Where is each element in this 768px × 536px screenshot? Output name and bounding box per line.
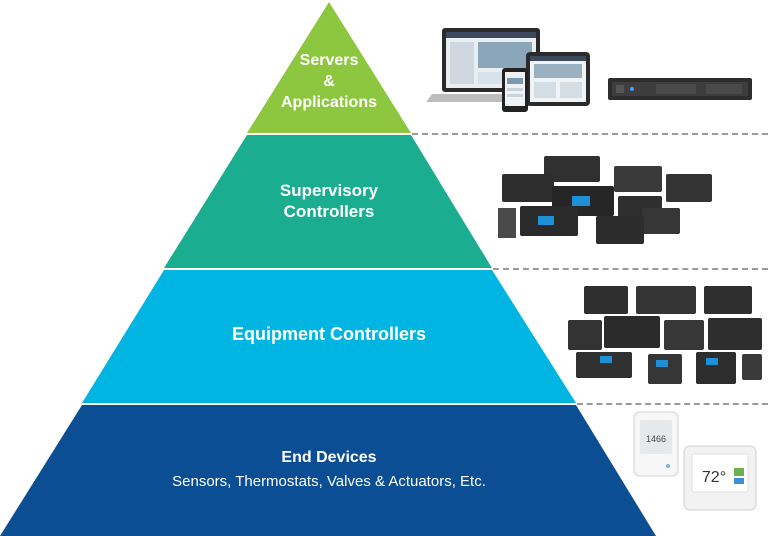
phone-icon xyxy=(502,68,528,112)
tier-divider xyxy=(412,133,768,135)
servers-illustration xyxy=(426,28,752,112)
tier-title-line: & xyxy=(323,73,335,90)
controller-device-icon xyxy=(498,156,712,244)
tier-label-servers: Servers & Applications xyxy=(262,50,396,113)
sensor-reading: 1466 xyxy=(646,434,666,444)
tier-divider xyxy=(577,403,768,405)
tablet-icon xyxy=(526,52,590,106)
wall-sensor-icon: 1466 xyxy=(633,411,679,477)
equipment-controllers-illustration xyxy=(568,286,762,384)
tier-title-line: End Devices xyxy=(281,449,377,466)
tier-label-end-devices: End Devices Sensors, Thermostats, Valves… xyxy=(120,449,538,491)
tier-servers-shape xyxy=(247,2,411,133)
controller-device-icon xyxy=(568,286,762,384)
tier-label-equipment: Equipment Controllers xyxy=(174,324,484,345)
laptop-icon xyxy=(426,28,556,102)
tier-subtitle: Sensors, Thermostats, Valves & Actuators… xyxy=(172,473,486,491)
supervisory-controllers-illustration xyxy=(498,156,712,244)
thermostat-icon: 72° xyxy=(683,445,757,511)
tier-equipment-shape xyxy=(82,270,576,403)
rack-server-icon xyxy=(608,78,752,100)
tier-title-line: Applications xyxy=(280,94,377,111)
tier-title-line: Supervisory xyxy=(279,181,379,200)
tier-title-line: Controllers xyxy=(283,202,375,221)
tier-divider xyxy=(493,268,768,270)
end-devices-illustration: 1466 72° xyxy=(633,411,757,511)
thermostat-temperature: 72° xyxy=(702,469,726,486)
tier-end-devices-shape xyxy=(0,405,656,536)
tier-supervisory-shape xyxy=(164,135,492,268)
tier-title-line: Servers xyxy=(299,52,359,69)
tier-label-supervisory: Supervisory Controllers xyxy=(229,180,429,222)
tier-title-line: Equipment Controllers xyxy=(231,324,426,344)
